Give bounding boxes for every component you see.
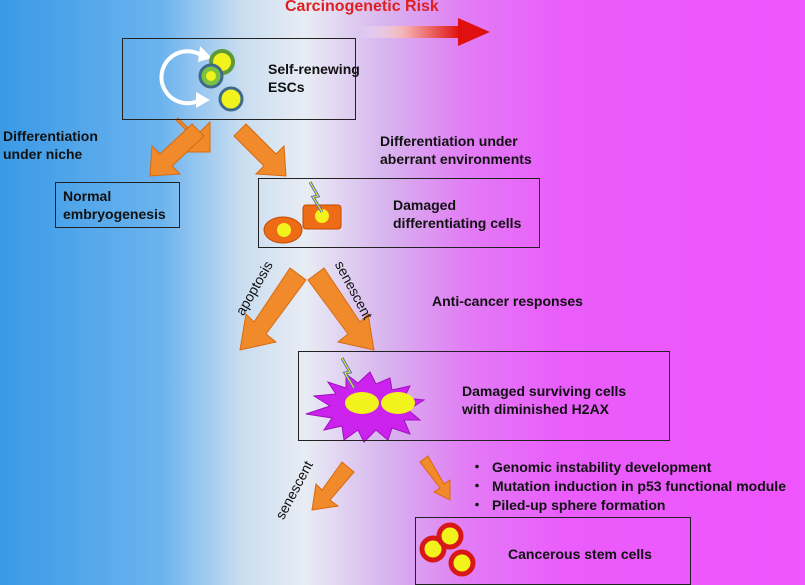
damaged-diff-box: [258, 178, 540, 248]
arrow-senescent-2: [311, 461, 355, 511]
arrow-to-damaged: [233, 123, 287, 177]
damaged-surv-label-2: with diminished H2AX: [462, 401, 610, 417]
damaged-surv-box: [298, 351, 670, 441]
anti-cancer-label: Anti-cancer responses: [432, 293, 583, 309]
normal-label-2: embryogenesis: [63, 206, 166, 222]
escs-box: [122, 38, 356, 120]
escs-illustration: [159, 46, 244, 112]
arrow-to-normal: [149, 123, 205, 177]
bullet-mark-2: ・: [470, 478, 484, 494]
cancerous-label: Cancerous stem cells: [508, 546, 652, 562]
bullet-item-2: Mutation induction in p53 functional mod…: [492, 478, 786, 494]
bullet-item-1: Genomic instability development: [492, 459, 712, 475]
normal-label-1: Normal: [63, 188, 112, 204]
arrow-to-cancer: [419, 455, 451, 501]
damaged-surv-illustration: [305, 357, 426, 443]
diff-niche-label-2: under niche: [3, 146, 83, 162]
bullet-mark-3: ・: [470, 497, 484, 513]
arrow-apoptosis: [239, 267, 307, 351]
normal-box: [55, 182, 180, 228]
cancer-cells-illustration: [419, 522, 476, 577]
arrow-senescent-1: [307, 267, 375, 351]
damaged-diff-label-2: differentiating cells: [393, 215, 522, 231]
flow-arrows: [149, 123, 451, 511]
diff-aberrant-label-1: Differentiation under: [380, 133, 518, 149]
escs-label-1: Self-renewing: [268, 61, 360, 77]
risk-arrow: [360, 18, 490, 46]
escs-label-2: ESCs: [268, 79, 305, 95]
bullet-item-3: Piled-up sphere formation: [492, 497, 666, 513]
damaged-surv-label-1: Damaged surviving cells: [462, 383, 627, 399]
damaged-diff-label-1: Damaged: [393, 197, 457, 213]
damaged-diff-illustration: [263, 181, 342, 244]
diff-niche-label-1: Differentiation: [3, 128, 98, 144]
bullet-mark-1: ・: [470, 459, 484, 475]
diff-aberrant-label-2: aberrant environments: [380, 151, 532, 167]
risk-title: Carcinogenetic Risk: [285, 0, 439, 15]
